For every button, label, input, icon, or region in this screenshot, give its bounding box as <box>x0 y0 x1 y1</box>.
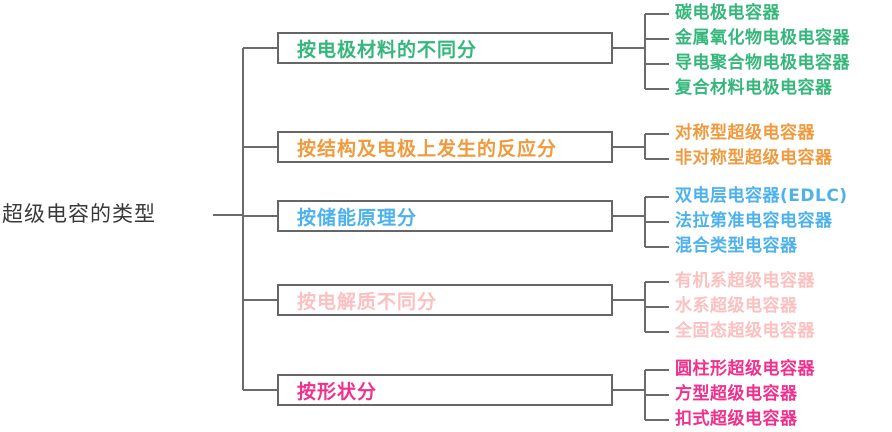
category-box-structure-reaction[interactable]: 按结构及电极上发生的反应分 <box>277 131 613 163</box>
leaf-node[interactable]: 导电聚合物电极电容器 <box>675 53 850 73</box>
category-label-structure-reaction: 按结构及电极上发生的反应分 <box>297 137 558 160</box>
leaf-node[interactable]: 有机系超级电容器 <box>675 271 815 291</box>
leaf-node[interactable]: 方型超级电容器 <box>675 384 798 404</box>
leaf-node[interactable]: 碳电极电容器 <box>675 3 780 23</box>
root-node-label: 超级电容的类型 <box>2 202 156 226</box>
leaf-node[interactable]: 金属氧化物电极电容器 <box>675 28 850 48</box>
category-box-shape[interactable]: 按形状分 <box>277 374 613 406</box>
leaf-node[interactable]: 非对称型超级电容器 <box>675 148 833 168</box>
leaf-node[interactable]: 水系超级电容器 <box>675 296 798 316</box>
leaf-node[interactable]: 法拉第准电容电容器 <box>675 211 833 231</box>
leaf-node[interactable]: 圆柱形超级电容器 <box>675 359 815 379</box>
leaf-node[interactable]: 全固态超级电容器 <box>675 321 815 341</box>
category-label-shape: 按形状分 <box>297 380 378 403</box>
leaf-node[interactable]: 双电层电容器(EDLC) <box>675 186 848 206</box>
category-label-energy-storage-principle: 按储能原理分 <box>297 206 418 229</box>
category-label-electrolyte: 按电解质不同分 <box>297 290 438 313</box>
leaf-node[interactable]: 复合材料电极电容器 <box>675 78 833 98</box>
leaf-node[interactable]: 扣式超级电容器 <box>675 409 798 429</box>
leaf-node[interactable]: 对称型超级电容器 <box>675 123 815 143</box>
category-box-energy-storage-principle[interactable]: 按储能原理分 <box>277 200 613 232</box>
category-box-electrode-material[interactable]: 按电极材料的不同分 <box>277 32 613 64</box>
leaf-node[interactable]: 混合类型电容器 <box>675 236 798 256</box>
category-box-electrolyte[interactable]: 按电解质不同分 <box>277 284 613 316</box>
category-label-electrode-material: 按电极材料的不同分 <box>297 38 478 61</box>
